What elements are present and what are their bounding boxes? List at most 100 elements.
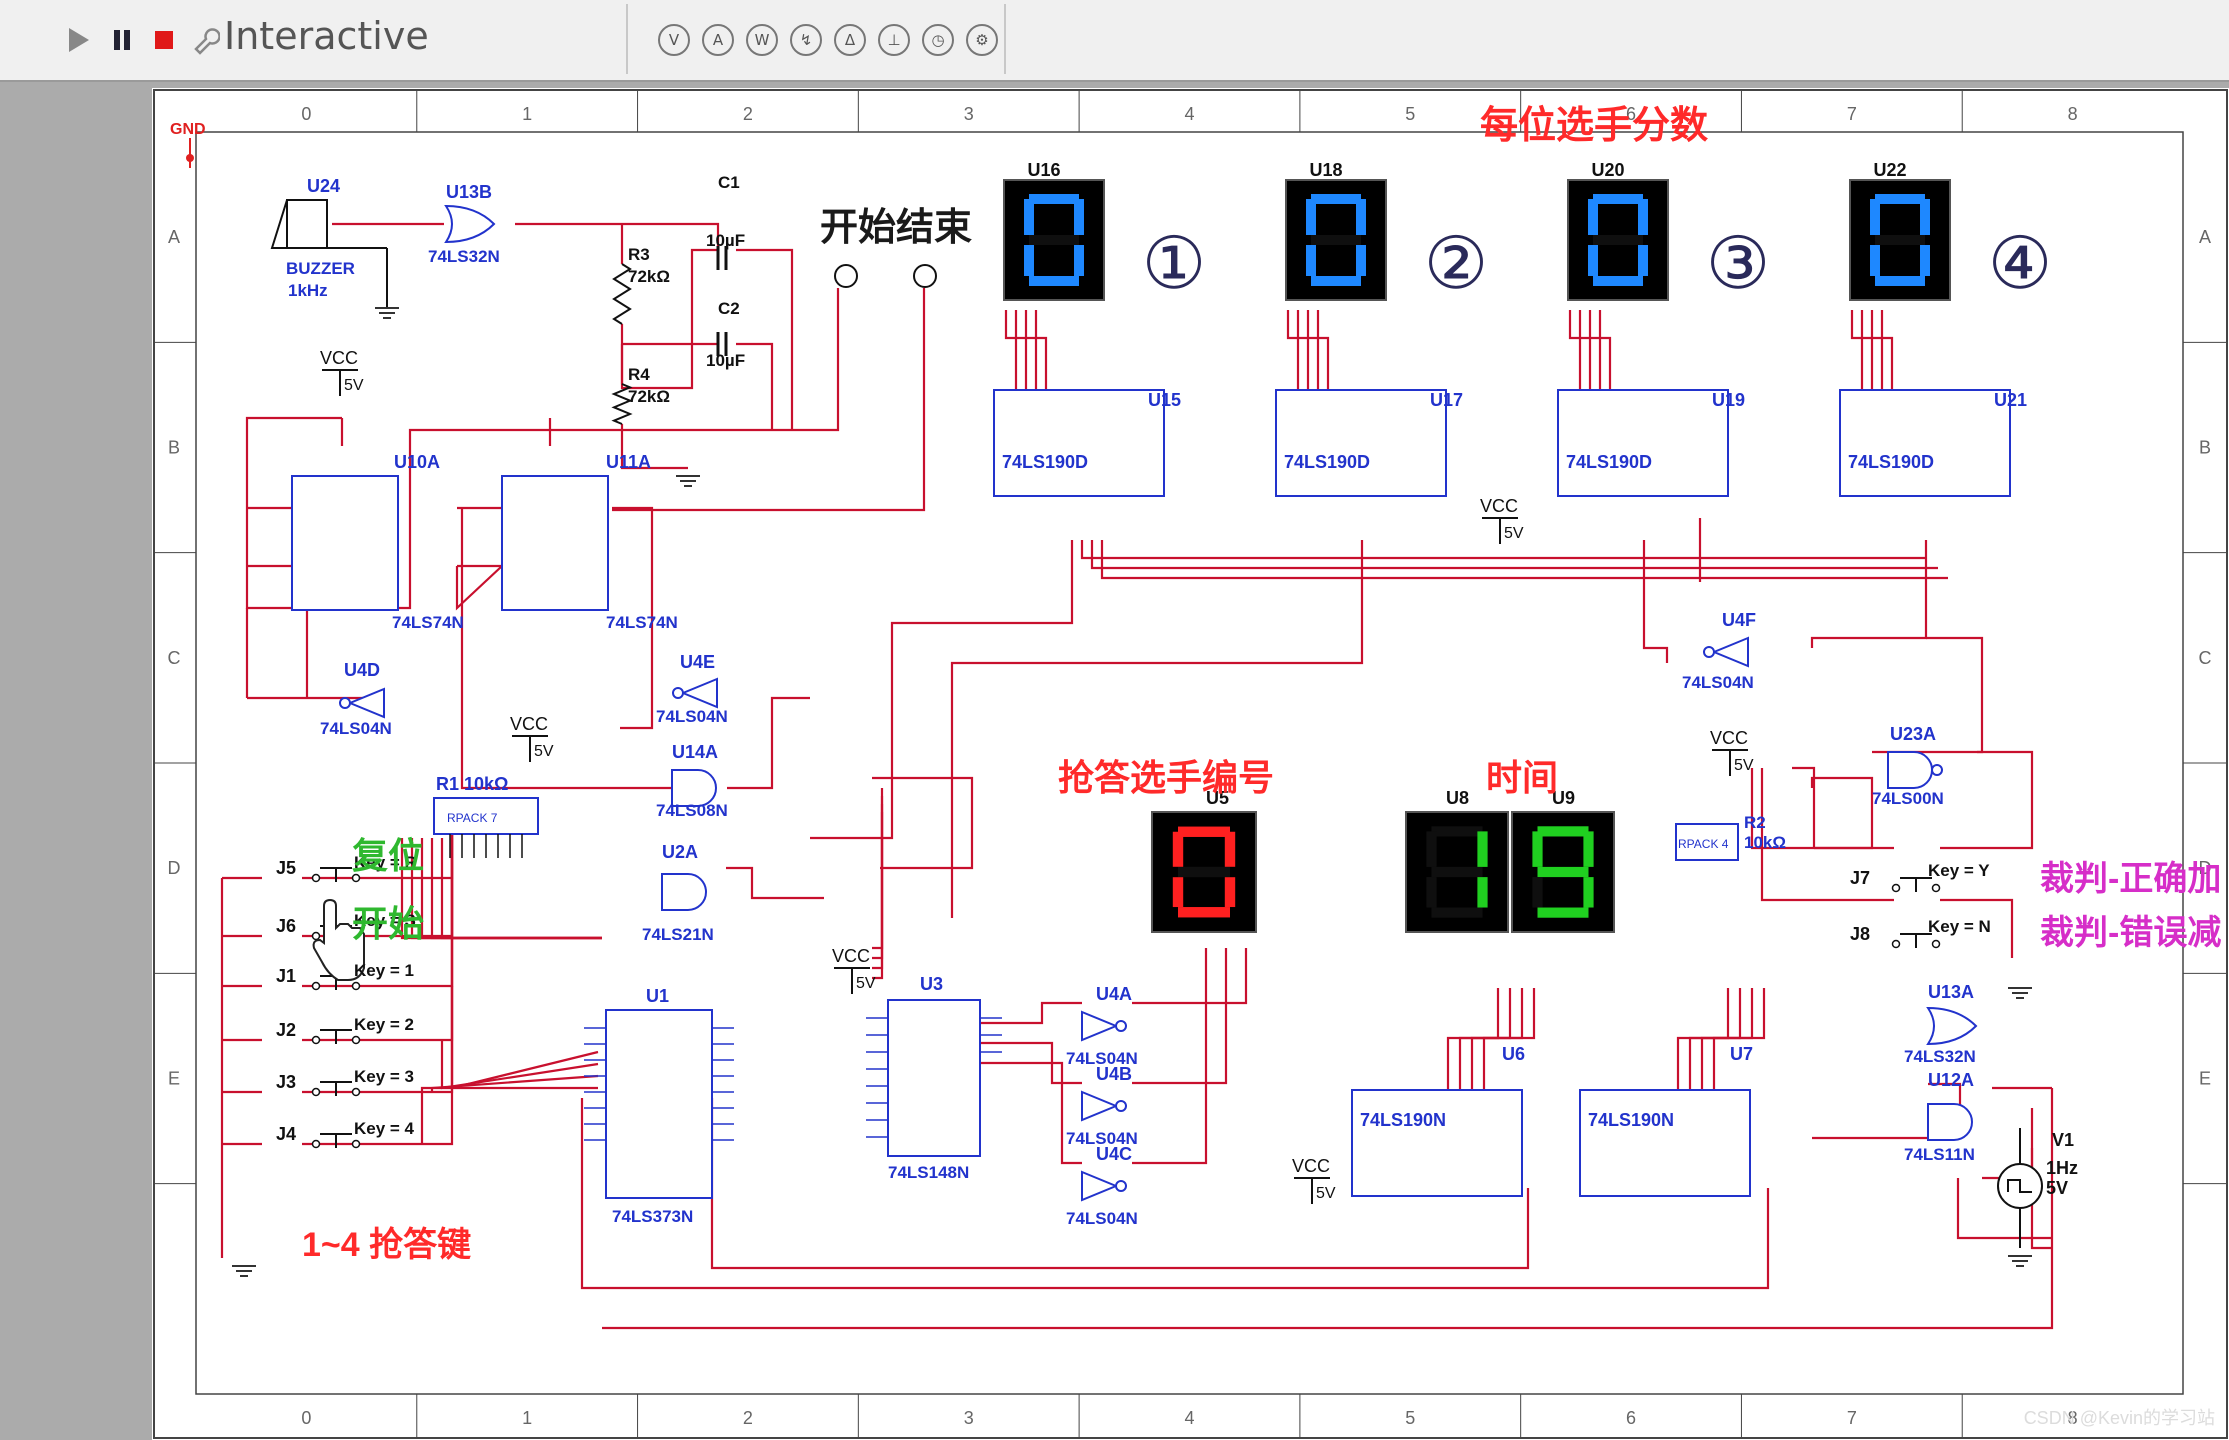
wire (1482, 988, 1536, 1098)
voltage-reference-button[interactable]: ⊥ (876, 22, 912, 58)
segment-d (1029, 276, 1079, 286)
c1-ref: C1 (718, 173, 740, 192)
switch-contact (1891, 939, 1901, 949)
u4e-part: 74LS04N (656, 707, 728, 726)
inverter-u4a (1081, 1010, 1127, 1042)
buzzer-horn (270, 199, 288, 249)
diff-probe-button[interactable]: Δ (832, 22, 868, 58)
u4e-ref: U4E (680, 652, 715, 672)
timer-counter-u7[interactable] (1579, 1089, 1751, 1197)
segment-b (1920, 199, 1930, 235)
gnd-label: GND (170, 121, 206, 138)
voltmeter-probe-button[interactable]: V (656, 22, 692, 58)
diff-probe-icon: Δ (834, 24, 866, 56)
and-gate-body (671, 769, 717, 807)
row-label: A (168, 227, 180, 247)
or-gate-u13a (1926, 1006, 1978, 1046)
end-terminal[interactable] (913, 264, 937, 288)
simulation-mode-label: Interactive (224, 14, 429, 58)
wire (1316, 310, 1330, 390)
score-counter-4[interactable] (1839, 389, 2011, 497)
switch-j5[interactable] (311, 867, 361, 883)
switch-j7-ref: J7 (1850, 868, 1870, 888)
switch-j8-key: Key = N (1928, 917, 1991, 936)
row-label: D (2199, 858, 2212, 878)
power-probe-button[interactable]: W (744, 22, 780, 58)
score-counter-1[interactable] (993, 389, 1165, 497)
flipflop-u10a[interactable] (291, 475, 399, 611)
segment-a (1431, 826, 1483, 837)
vcc-5v-label: 5V (534, 743, 554, 760)
pause-button[interactable] (104, 22, 140, 58)
stop-button[interactable] (146, 22, 182, 58)
r2-value: 10kΩ (1744, 833, 1786, 852)
switch-j7-key: Key = Y (1928, 861, 1990, 880)
column-label: 1 (522, 104, 532, 124)
clock-probe-button[interactable]: ◷ (920, 22, 956, 58)
u10a-part: 74LS74N (392, 613, 464, 632)
title-judge-correct: 裁判-正确加 (2040, 860, 2221, 898)
segment-g (1537, 866, 1589, 878)
buzzer-u24[interactable] (270, 199, 388, 308)
pause-icon (114, 30, 130, 50)
encoder-u3[interactable] (887, 999, 981, 1157)
wire (872, 776, 974, 870)
switch-j3[interactable] (311, 1081, 361, 1097)
score-counter-2-part: 74LS190D (1284, 452, 1370, 472)
or-gate-body (1926, 1006, 1978, 1046)
flipflop-u11a[interactable] (501, 475, 609, 611)
segment-c (1583, 877, 1594, 908)
column-label: 5 (1405, 1408, 1415, 1428)
wire (1004, 310, 1018, 390)
score-counter-2[interactable] (1275, 389, 1447, 497)
switch-j1[interactable] (311, 975, 361, 991)
vcc-5v-label: 5V (344, 377, 364, 394)
inverter-body (1081, 1010, 1119, 1042)
segment-a (1311, 194, 1361, 204)
digital-probe-button[interactable]: ↯ (788, 22, 824, 58)
and-gate-body (661, 873, 707, 911)
switch-j4-key: Key = 4 (354, 1119, 415, 1138)
switch-j7[interactable] (1891, 877, 1941, 893)
switch-j2[interactable] (311, 1029, 361, 1045)
score-counter-1-ref: U15 (1148, 390, 1181, 410)
interactive-settings-button[interactable] (188, 22, 222, 58)
inverter-u4b (1081, 1090, 1127, 1122)
segment-e (1426, 877, 1437, 908)
row-label: C (2199, 648, 2212, 668)
hand-cursor-icon (312, 898, 365, 981)
column-label: 7 (1847, 1408, 1857, 1428)
wire (1306, 310, 1320, 390)
latch-u1[interactable] (605, 1009, 713, 1199)
gnd-marker-dot (186, 154, 194, 162)
switch-j8[interactable] (1891, 933, 1941, 949)
v1-volt: 5V (2046, 1178, 2068, 1198)
play-button[interactable] (60, 22, 96, 58)
u7-part: 74LS190N (1588, 1110, 1674, 1130)
r3-ref: R3 (628, 245, 650, 264)
title-time: 时间 (1486, 757, 1558, 798)
segment-b (1583, 831, 1594, 867)
segment-c (1074, 245, 1084, 276)
watermark: CSDN @Kevin的学习站 (2023, 1408, 2215, 1428)
rpack-body (1675, 823, 1739, 861)
resistor-pack-r1[interactable] (433, 797, 539, 858)
resistor-pack-r2[interactable] (1675, 823, 1739, 861)
start-terminal[interactable] (834, 264, 858, 288)
segment-g (1178, 866, 1230, 878)
ammeter-probe-icon: A (702, 24, 734, 56)
gear-button[interactable]: ⚙ (964, 22, 1000, 58)
vcc-5v-label: 5V (1316, 1185, 1336, 1202)
clock-source-v1[interactable] (1997, 1128, 2043, 1248)
score-counter-3[interactable] (1557, 389, 1729, 497)
v1-ref: V1 (2052, 1130, 2074, 1150)
switch-j6-ref: J6 (276, 916, 296, 936)
ammeter-probe-button[interactable]: A (700, 22, 736, 58)
column-label: 4 (1184, 104, 1194, 124)
segment-c (1356, 245, 1366, 276)
segment-a (1178, 826, 1230, 837)
timer-counter-u6[interactable] (1351, 1089, 1523, 1197)
switch-j4[interactable] (311, 1133, 361, 1149)
